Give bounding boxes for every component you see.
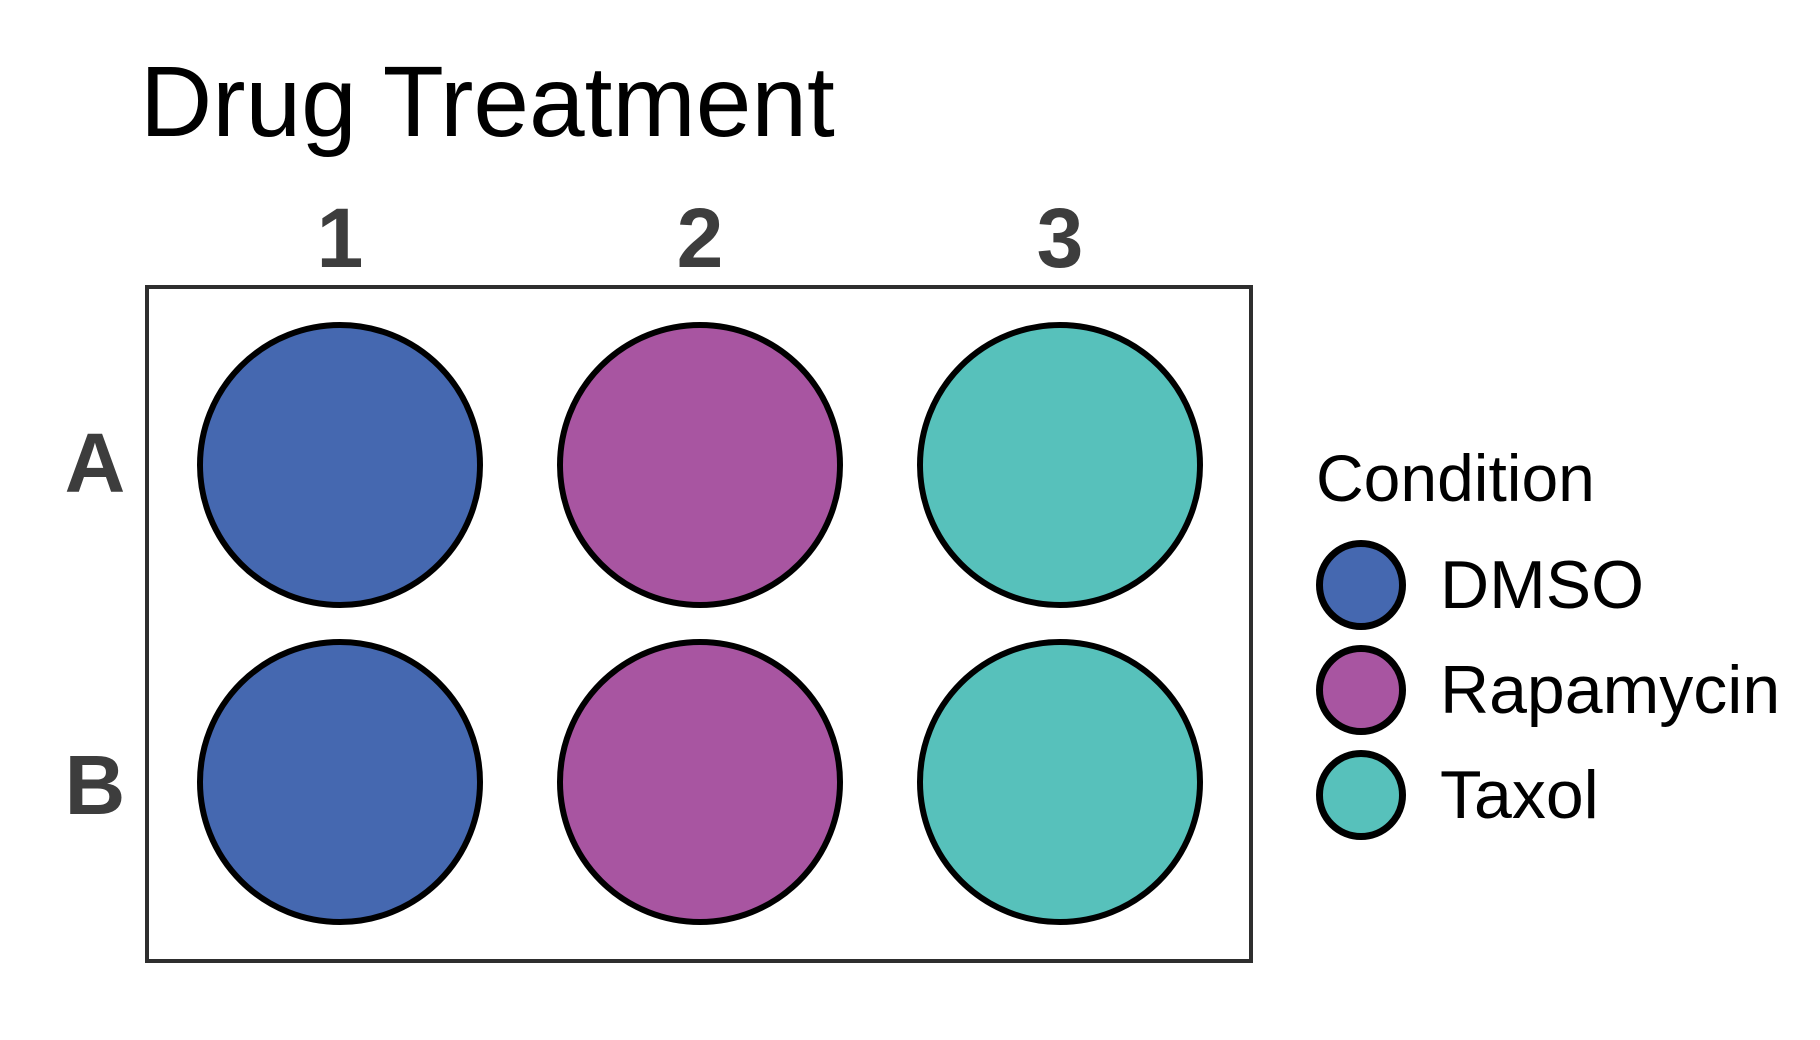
legend-item-rapamycin: Rapamycin (1316, 645, 1816, 735)
rapamycin-swatch-icon (1316, 645, 1406, 735)
legend-title: Condition (1316, 441, 1595, 515)
page-title: Drug Treatment (140, 46, 835, 158)
well-a3 (917, 322, 1203, 608)
well-a1 (197, 322, 483, 608)
row-label-b: B (64, 738, 126, 832)
column-label-2: 2 (676, 191, 724, 285)
legend-label-dmso: DMSO (1440, 547, 1644, 623)
column-label-3: 3 (1036, 191, 1084, 285)
legend-item-taxol: Taxol (1316, 750, 1816, 840)
well-b2 (557, 639, 843, 925)
taxol-swatch-icon (1316, 750, 1406, 840)
well-b3 (917, 639, 1203, 925)
column-label-1: 1 (316, 191, 364, 285)
well-a2 (557, 322, 843, 608)
legend-item-dmso: DMSO (1316, 540, 1816, 630)
row-label-a: A (64, 416, 126, 510)
legend-label-taxol: Taxol (1440, 757, 1599, 833)
well-b1 (197, 639, 483, 925)
dmso-swatch-icon (1316, 540, 1406, 630)
legend: Condition DMSO Rapamycin Taxol (1316, 440, 1816, 855)
legend-label-rapamycin: Rapamycin (1440, 652, 1781, 728)
